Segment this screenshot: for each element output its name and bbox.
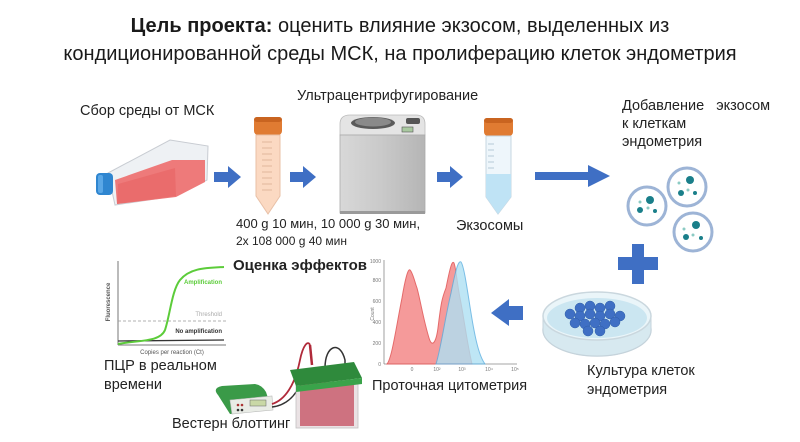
label-add-3: эндометрия [622,134,703,150]
y-tick: 400 [373,320,382,326]
pcr-amplification-label: Amplification [184,280,222,286]
culture-flask-icon [96,139,209,206]
y-tick: 1000 [370,259,381,265]
x-tick: 0 [411,367,414,373]
arrow-left-icon [491,299,523,326]
label-pcr: ПЦР в реальном времени [104,357,217,395]
label-flow: Проточная цитометрия [372,378,528,394]
arrow-icon [535,165,610,187]
exosomes-icon [626,166,714,253]
flow-cytometry-chart: 0 200 400 600 800 1000 0 10² 10³ 10⁴ 10⁵… [370,259,519,373]
pcr-ylabel: Fluorescence [106,282,112,321]
label-spin-1: 400 g 10 мин, 10 000 g 30 мин, [236,216,421,231]
title-line1: оценить влияние экзосом, выделенных из [272,15,670,37]
label-exosomes: Экзосомы [456,218,524,234]
label-add: Добавление экзосом к клеткам эндометрия [622,97,770,151]
label-culture: Культура клеток эндометрия [587,362,695,400]
label-culture-1: Культура клеток [587,363,695,379]
label-pcr-2: времени [104,377,162,393]
x-tick: 10² [433,367,441,373]
arrow-icon [290,166,316,188]
centrifuge-tube-icon [254,117,282,215]
exosome-tube-icon [484,118,513,215]
ultracentrifuge-icon [339,114,426,214]
y-tick: 600 [373,299,382,305]
arrow-icon [437,166,463,188]
label-pcr-1: ПЦР в реальном [104,358,217,374]
label-spin-2: 2x 108 000 g 40 мин [236,234,347,248]
pcr-xlabel: Copies per reaction (Ct) [140,350,204,356]
flow-y-ticks: 0 200 400 600 800 1000 [370,259,381,368]
flow-x-ticks: 0 10² 10³ 10⁴ 10⁵ [411,367,519,373]
label-add-2: к клеткам [622,116,687,132]
label-culture-2: эндометрия [587,382,668,398]
pcr-no-amplification-label: No amplification [175,329,222,335]
pcr-threshold-label: Threshold [195,312,222,318]
y-tick: 0 [378,362,381,368]
label-effects: Оценка эффектов [233,257,368,274]
y-tick: 800 [373,278,382,284]
title-bold: Цель проекта: [130,15,273,37]
arrow-icon [214,166,241,188]
label-western: Вестерн блоттинг [172,416,291,432]
pcr-chart: Amplification Threshold No amplification… [106,261,226,356]
x-tick: 10³ [458,367,466,373]
western-blot-apparatus-icon [215,342,362,429]
y-tick: 200 [373,341,382,347]
title-line2: кондиционированной среды МСК, на пролифе… [63,43,737,65]
x-tick: 10⁵ [511,367,519,373]
x-tick: 10⁴ [485,367,493,373]
petri-dish-icon [542,291,652,357]
label-add-1: Добавление экзосом [622,98,771,114]
label-ultracentrifugation: Ультрацентрифугирование [297,88,479,104]
plus-icon [618,244,658,284]
flow-ylabel: Count [370,307,376,321]
page-title: Цель проекта: оценить влияние экзосом, в… [0,12,800,68]
label-collect: Сбор среды от МСК [80,103,215,119]
